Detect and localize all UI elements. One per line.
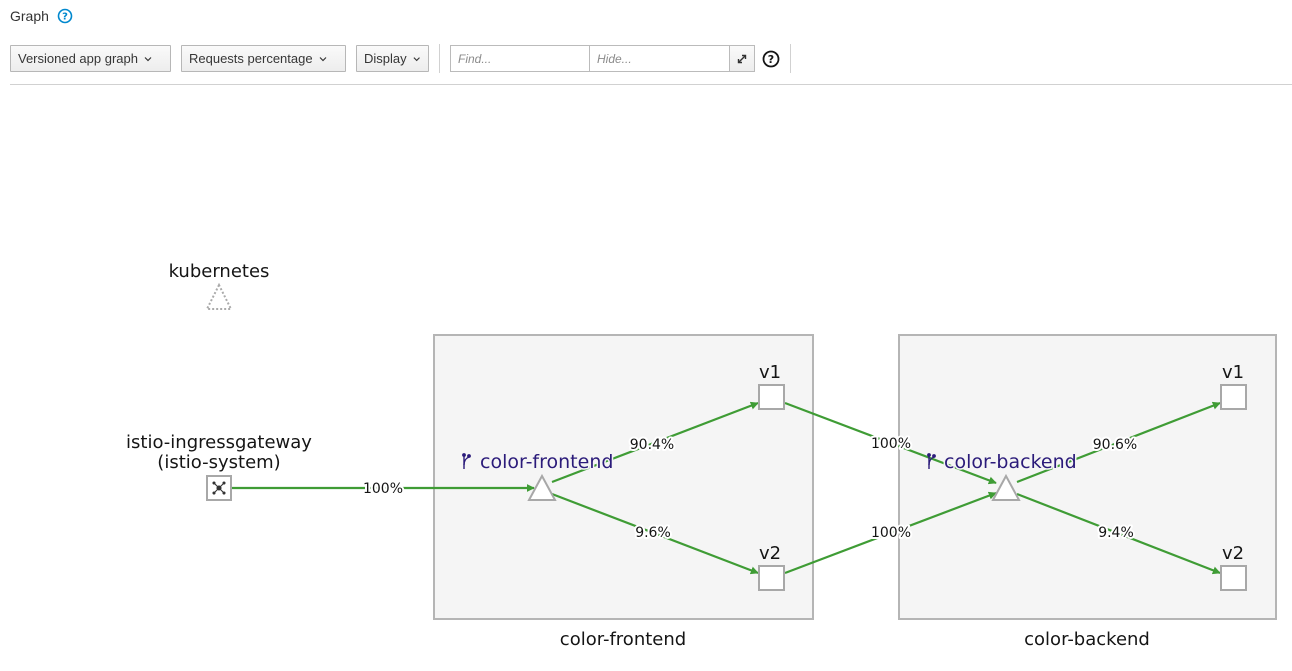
workload-box <box>758 565 785 591</box>
svg-text:?: ? <box>62 12 68 23</box>
help-icon[interactable]: ? <box>57 8 73 24</box>
edge-backend-v2[interactable] <box>1016 492 1221 575</box>
backend-service-label: color-backend <box>944 451 1077 473</box>
workload-version-label: v2 <box>1222 543 1244 564</box>
virtual-service-icon <box>462 453 471 469</box>
title-row: Graph ? <box>10 6 73 26</box>
workload-version-label: v1 <box>1222 362 1244 383</box>
chevron-down-icon <box>413 56 420 61</box>
find-input[interactable] <box>450 45 590 72</box>
edge-fv2-backend[interactable] <box>784 491 997 575</box>
workload-box <box>1220 565 1247 591</box>
workload-box <box>758 384 785 410</box>
ingress-label-line1: istio-ingressgateway <box>126 432 312 453</box>
toolbar-divider <box>10 84 1292 85</box>
frontend-app-box[interactable]: color-frontend <box>433 334 814 650</box>
backend-v1-node[interactable]: v1 <box>1220 362 1247 410</box>
ingress-gateway-node[interactable]: istio-ingressgateway (istio-system) <box>126 432 312 501</box>
edge-labels: 100% 90.4% 9.6% 100% 100% 90.6% 9.4% <box>361 434 1139 543</box>
chevron-down-icon <box>319 56 327 61</box>
edge-labels-dropdown[interactable]: Requests percentage <box>181 45 346 72</box>
backend-box-label: color-backend <box>1024 629 1150 650</box>
workload-box <box>1220 384 1247 410</box>
ingress-label-line2: (istio-system) <box>157 452 280 473</box>
page-title: Graph <box>10 8 49 24</box>
svg-text:?: ? <box>768 53 774 66</box>
backend-service-node[interactable]: color-backend <box>927 450 1078 501</box>
toolbar-separator <box>790 44 791 73</box>
edge-fv1-backend[interactable] <box>784 401 997 485</box>
kubernetes-node[interactable]: kubernetes <box>169 261 270 310</box>
edge-frontend-v1[interactable] <box>551 401 759 484</box>
edges <box>232 401 1221 575</box>
virtual-service-icon <box>927 453 936 469</box>
edge-label: 100% <box>363 481 403 497</box>
frontend-service-node[interactable]: color-frontend <box>462 450 615 501</box>
gateway-icon <box>212 481 226 495</box>
edge-label: 90.4% <box>630 437 674 453</box>
graph-toolbar: Versioned app graph Requests percentage … <box>10 44 791 73</box>
unknown-node-icon <box>205 282 233 310</box>
graph-type-dropdown[interactable]: Versioned app graph <box>10 45 171 72</box>
frontend-v1-node[interactable]: v1 <box>758 362 785 410</box>
expand-button[interactable] <box>730 45 755 72</box>
edge-label: 90.6% <box>1093 437 1137 453</box>
edge-label: 9.6% <box>635 525 671 541</box>
expand-icon <box>737 54 747 63</box>
graph-type-label: Versioned app graph <box>18 51 138 66</box>
edge-label: 9.4% <box>1098 525 1134 541</box>
frontend-v2-node[interactable]: v2 <box>758 543 785 591</box>
backend-app-box[interactable]: color-backend <box>898 334 1277 650</box>
edge-frontend-v2[interactable] <box>551 492 759 575</box>
chevron-down-icon <box>144 56 152 61</box>
service-triangle-icon <box>527 473 557 501</box>
workload-version-label: v2 <box>759 543 781 564</box>
display-dropdown[interactable]: Display <box>356 45 429 72</box>
workload-version-label: v1 <box>759 362 781 383</box>
display-label: Display <box>364 51 407 66</box>
kubernetes-label: kubernetes <box>169 261 270 282</box>
edge-labels-label: Requests percentage <box>189 51 313 66</box>
toolbar-separator <box>439 44 440 73</box>
edge-backend-v1[interactable] <box>1016 401 1221 484</box>
graph-help-icon[interactable]: ? <box>762 50 780 68</box>
backend-v2-node[interactable]: v2 <box>1220 543 1247 591</box>
edge-label: 100% <box>871 436 911 452</box>
hide-input[interactable] <box>590 45 730 72</box>
frontend-service-label: color-frontend <box>480 451 613 473</box>
service-triangle-icon <box>991 473 1021 501</box>
edge-label: 100% <box>871 525 911 541</box>
frontend-box-label: color-frontend <box>560 629 686 650</box>
